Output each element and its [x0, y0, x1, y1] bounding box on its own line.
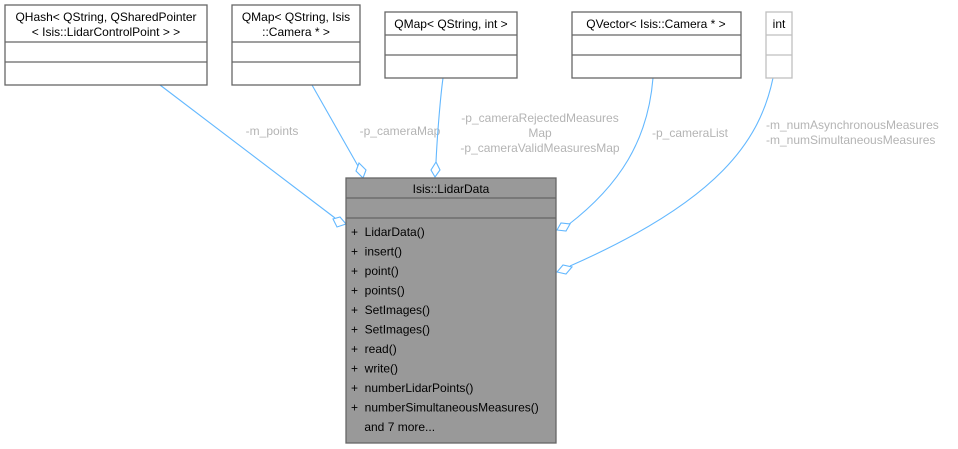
method-item[interactable]: + read(): [351, 342, 397, 356]
class-title: QHash< QString, QSharedPointer: [15, 10, 196, 24]
aggregation-diamond-icon: [556, 222, 571, 232]
method-list: + LidarData() + insert() + point() + points…: [351, 225, 539, 434]
method-item[interactable]: + SetImages(): [351, 323, 430, 337]
edge-label: -p_cameraValidMeasuresMap: [460, 141, 620, 155]
edge-label: -p_cameraRejectedMeasures: [461, 111, 618, 125]
class-qhash-lidar-points[interactable]: QHash< QString, QSharedPointer < Isis::L…: [4, 4, 208, 86]
class-title: QVector< Isis::Camera * >: [586, 17, 725, 31]
method-item[interactable]: + point(): [351, 264, 399, 278]
edge-p-cameraMeasuresMap: -p_cameraRejectedMeasures Map -p_cameraV…: [430, 77, 620, 179]
method-item[interactable]: and 7 more...: [351, 420, 435, 434]
edge-m-points: -m_points: [159, 84, 347, 228]
edge-label: -p_cameraMap: [360, 124, 441, 138]
method-item[interactable]: + numberLidarPoints(): [351, 381, 473, 395]
aggregation-diamond-icon: [430, 160, 441, 179]
edge-label: -p_cameraList: [652, 126, 729, 140]
edge-p-cameraMap: -p_cameraMap: [311, 84, 441, 179]
edge-label: -m_numAsynchronousMeasures: [766, 118, 939, 132]
class-isis-lidardata[interactable]: Isis::LidarData + LidarData()+ insert()+…: [345, 177, 557, 444]
class-int[interactable]: int: [765, 11, 793, 79]
class-title: QMap< QString, int >: [394, 17, 507, 31]
class-title: int: [773, 17, 786, 31]
method-item[interactable]: + SetImages(): [351, 303, 430, 317]
edge-p-cameraList: -p_cameraList: [556, 77, 729, 232]
aggregation-diamond-icon: [555, 264, 574, 275]
method-item[interactable]: + write(): [351, 362, 398, 376]
class-title: ::Camera * >: [262, 25, 330, 39]
class-title: < Isis::LidarControlPoint > >: [32, 25, 180, 39]
edge-label: Map: [528, 126, 552, 140]
class-title: QMap< QString, Isis: [242, 10, 350, 24]
method-item[interactable]: + points(): [351, 284, 405, 298]
class-qvector-camera[interactable]: QVector< Isis::Camera * >: [571, 11, 742, 79]
edge-label: -m_points: [246, 124, 299, 138]
class-title: Isis::LidarData: [413, 182, 490, 196]
edge-m-numMeasures: -m_numAsynchronousMeasures -m_numSimulta…: [555, 77, 939, 275]
aggregation-diamond-icon: [355, 162, 367, 179]
method-item[interactable]: + insert(): [351, 245, 402, 259]
edge-label: -m_numSimultaneousMeasures: [766, 133, 935, 147]
method-item[interactable]: + LidarData(): [351, 225, 425, 239]
class-qmap-camera[interactable]: QMap< QString, Isis ::Camera * >: [231, 4, 361, 86]
class-qmap-int[interactable]: QMap< QString, int >: [384, 11, 518, 79]
method-item[interactable]: + numberSimultaneousMeasures(): [351, 401, 539, 415]
aggregation-diamond-icon: [332, 216, 347, 228]
